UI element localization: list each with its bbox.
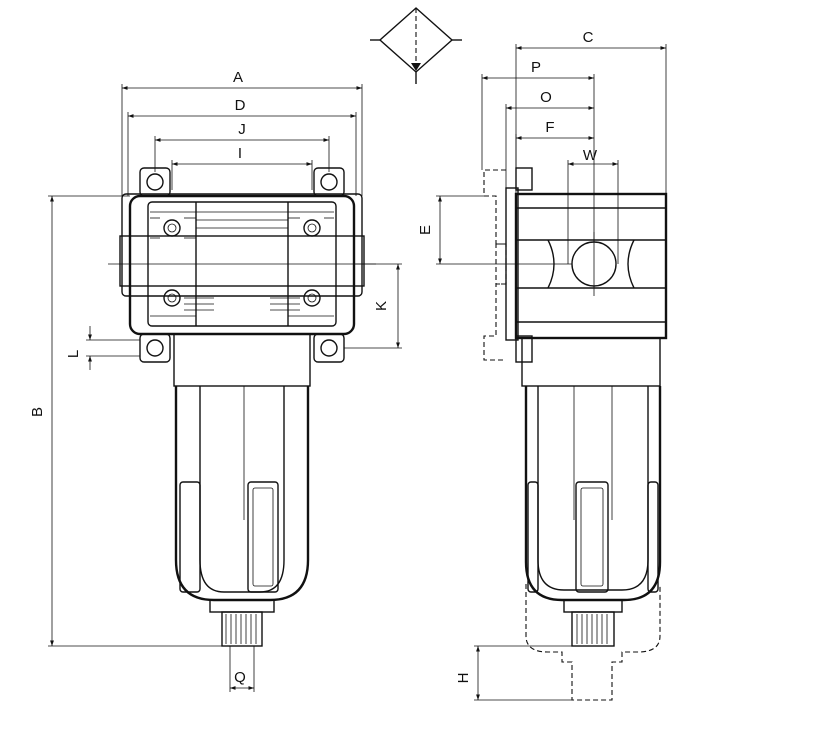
- filter-symbol-icon: [370, 7, 462, 84]
- grip-ribs: [150, 211, 334, 317]
- side-drain-knurl: [576, 614, 608, 644]
- dim-label-Q: Q: [234, 669, 246, 686]
- dim-label-H: H: [455, 673, 472, 684]
- dim-label-F: F: [545, 119, 554, 136]
- head-screws: [163, 219, 321, 307]
- side-dimensions: C P O F W E H: [417, 29, 667, 701]
- dim-label-E: E: [417, 225, 434, 235]
- dim-label-B: B: [29, 407, 46, 417]
- dim-label-D: D: [235, 97, 246, 114]
- dim-label-L: L: [65, 350, 82, 358]
- dim-label-P: P: [531, 59, 541, 76]
- dim-label-A: A: [233, 69, 243, 86]
- dim-label-J: J: [238, 121, 246, 138]
- dim-label-O: O: [540, 89, 552, 106]
- front-dimensions: A D J I K L B Q: [29, 69, 402, 692]
- dim-label-W: W: [583, 147, 598, 164]
- side-view: [483, 167, 668, 701]
- dim-label-C: C: [583, 29, 594, 46]
- dim-label-K: K: [373, 301, 390, 311]
- dim-label-I: I: [238, 145, 242, 162]
- front-view: [108, 167, 376, 647]
- drain-knurl: [225, 614, 257, 644]
